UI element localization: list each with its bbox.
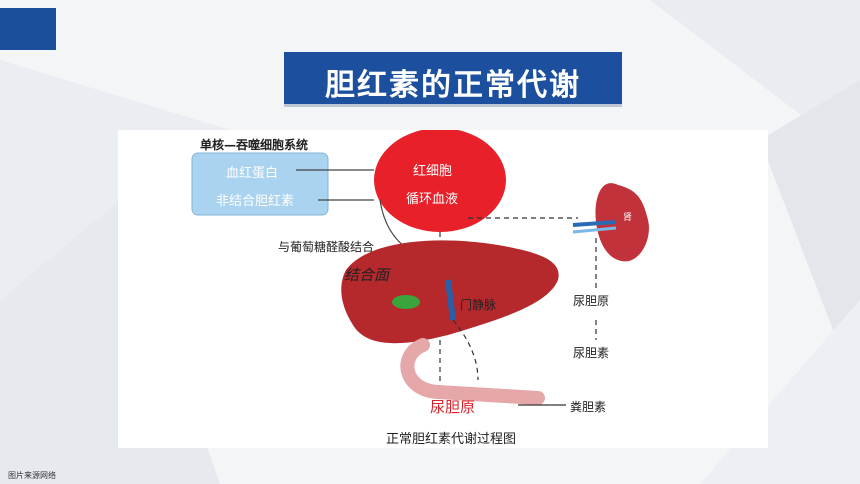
kidney-label: 肾: [623, 213, 633, 223]
circulation-label: 循环血液: [406, 192, 459, 207]
gallbladder: [392, 295, 420, 309]
rbc-label: 红细胞: [413, 164, 453, 179]
mono-system-label: 单核—吞噬细胞系统: [200, 138, 309, 152]
corner-accent: [0, 8, 56, 50]
page-title: 胆红素的正常代谢: [325, 68, 581, 103]
portal-vein-label: 门静脉: [460, 298, 497, 312]
stercobilin-label: 粪胆素: [570, 400, 607, 414]
image-credit: 图片来源网络: [8, 471, 56, 480]
urobilinogen-gut-label: 尿胆原: [430, 398, 476, 416]
intestine-shape: [400, 338, 545, 405]
rbc-circle: [374, 130, 506, 232]
diagram-graphics: [191, 130, 649, 406]
urobilin-label: 尿胆素: [573, 346, 610, 360]
diagram-caption: 正常胆红素代谢过程图: [386, 432, 517, 447]
mono-system-box: [191, 152, 329, 216]
unconjugated-bilirubin-label: 非结合胆红素: [216, 194, 295, 209]
kidney-shape: [595, 183, 649, 262]
hemoglobin-label: 血红蛋白: [226, 166, 279, 181]
bilirubin-diagram: 单核—吞噬细胞系统 血红蛋白 非结合胆红素 红细胞 循环血液 与葡萄糖醛酸结合 …: [118, 130, 768, 448]
conjugated-label: 结合面: [344, 266, 390, 284]
title-banner: 胆红素的正常代谢: [284, 52, 622, 104]
urobilinogen-kidney-label: 尿胆原: [573, 294, 610, 308]
glucuronic-label: 与葡萄糖醛酸结合: [278, 240, 375, 254]
